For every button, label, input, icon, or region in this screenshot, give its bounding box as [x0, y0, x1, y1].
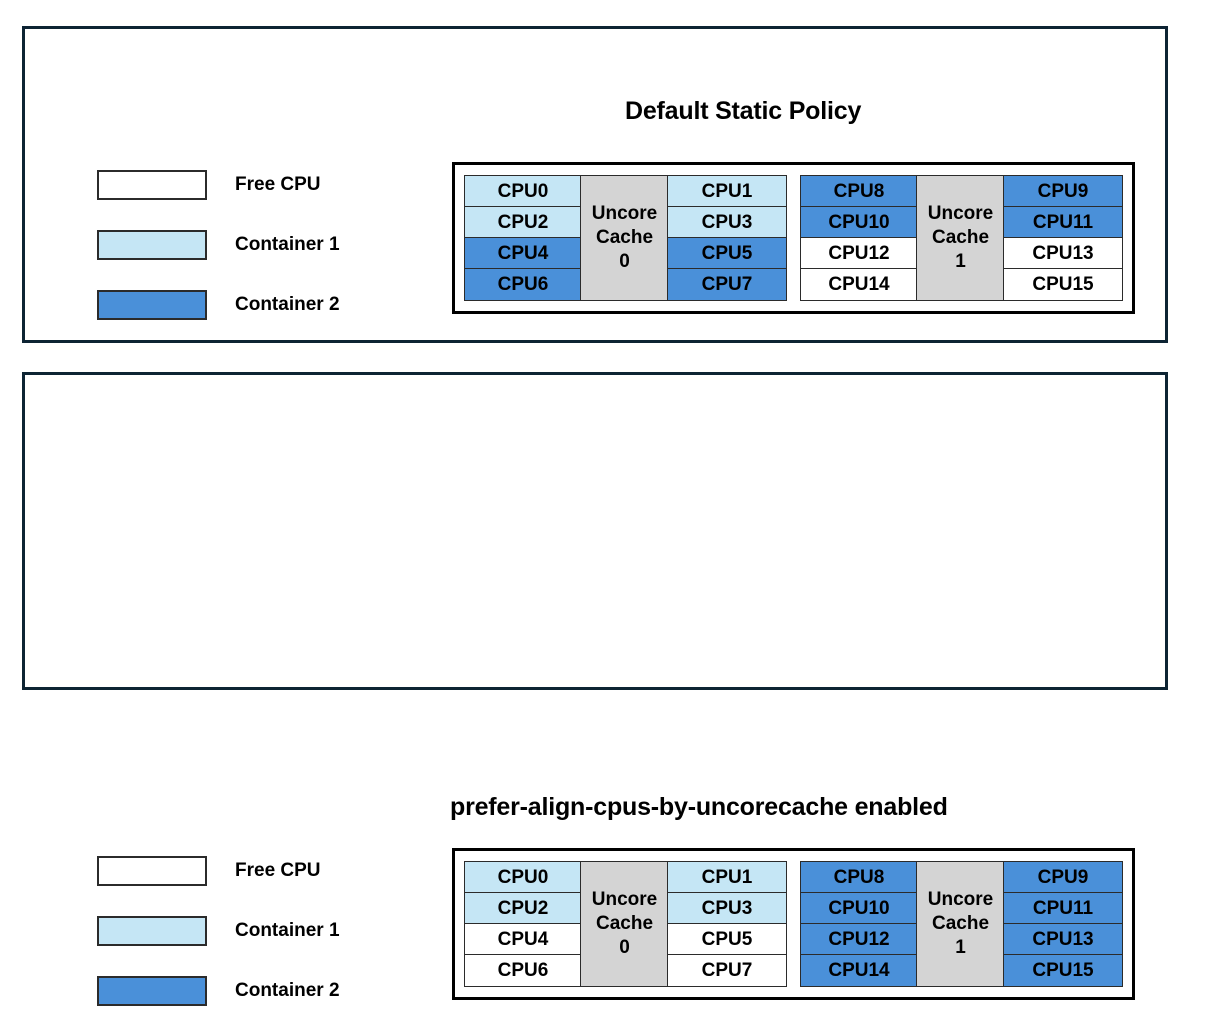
uncore-cache-label-line-2: Cache — [931, 227, 990, 249]
legend-item-free-cpu: Free CPU — [97, 841, 397, 901]
cpu-cell-cpu7: CPU7 — [667, 268, 787, 301]
cpu-cell-cpu5: CPU5 — [667, 237, 787, 270]
diagram-panel-default-static-policy: Default Static Policy Free CPU Container… — [22, 26, 1168, 343]
cpu-cell-cpu11: CPU11 — [1003, 206, 1123, 239]
diagram-panel-prefer-align-cpus-by-uncorecache: prefer-align-cpus-by-uncorecache enabled… — [22, 372, 1168, 1006]
uncore-cache-label-line-1: Uncore — [591, 889, 658, 911]
cpu-cell-cpu4: CPU4 — [464, 237, 582, 270]
legend-label-container-2: Container 2 — [235, 294, 340, 315]
legend-swatch-container-2 — [97, 976, 207, 1006]
legend-item-free-cpu: Free CPU — [97, 155, 397, 215]
legend-item-container-2: Container 2 — [97, 275, 397, 335]
cpu-cell-cpu6: CPU6 — [464, 268, 582, 301]
legend-label-free-cpu: Free CPU — [235, 860, 321, 881]
legend-label-container-2: Container 2 — [235, 980, 340, 1001]
legend-swatch-container-2 — [97, 290, 207, 320]
cpu-cell-cpu11: CPU11 — [1003, 892, 1123, 925]
page-title-top: Default Static Policy — [625, 97, 862, 125]
cpu-cell-cpu9: CPU9 — [1003, 175, 1123, 208]
uncore-cache-label-line-1: Uncore — [591, 203, 658, 225]
cpu-cell-cpu13: CPU13 — [1003, 237, 1123, 270]
legend-item-container-1: Container 1 — [97, 215, 397, 275]
cpu-cell-cpu14: CPU14 — [800, 954, 918, 987]
cpu-cell-cpu2: CPU2 — [464, 892, 582, 925]
cpu-cell-cpu3: CPU3 — [667, 892, 787, 925]
legend-swatch-free-cpu — [97, 170, 207, 200]
legend-bottom: Free CPU Container 1 Container 2 — [97, 841, 397, 1021]
cpu-cell-cpu15: CPU15 — [1003, 268, 1123, 301]
legend-item-container-1: Container 1 — [97, 901, 397, 961]
cpu-cell-cpu9: CPU9 — [1003, 861, 1123, 894]
cpu-cell-cpu1: CPU1 — [667, 175, 787, 208]
cpu-cell-cpu15: CPU15 — [1003, 954, 1123, 987]
legend-label-container-1: Container 1 — [235, 920, 340, 941]
cpu-cell-cpu0: CPU0 — [464, 861, 582, 894]
legend-label-container-1: Container 1 — [235, 234, 340, 255]
cpu-cell-cpu13: CPU13 — [1003, 923, 1123, 956]
uncore-cache-label-line-2: Cache — [595, 913, 654, 935]
cpu-cell-cpu2: CPU2 — [464, 206, 582, 239]
cpu-cell-cpu1: CPU1 — [667, 861, 787, 894]
cpu-cell-cpu12: CPU12 — [800, 923, 918, 956]
uncore-cache-label-line-3: 1 — [955, 250, 966, 272]
legend-label-free-cpu: Free CPU — [235, 174, 321, 195]
uncore-cache-label-line-2: Cache — [931, 913, 990, 935]
cpu-cell-cpu12: CPU12 — [800, 237, 918, 270]
uncore-cache-label-line-2: Cache — [595, 227, 654, 249]
cpu-cell-cpu8: CPU8 — [800, 175, 918, 208]
uncore-cache-label-line-3: 0 — [619, 936, 630, 958]
cpu-cell-cpu14: CPU14 — [800, 268, 918, 301]
cpu-cell-cpu4: CPU4 — [464, 923, 582, 956]
cpu-cell-cpu7: CPU7 — [667, 954, 787, 987]
legend-swatch-free-cpu — [97, 856, 207, 886]
page-title-bottom: prefer-align-cpus-by-uncorecache enabled — [450, 793, 948, 821]
cpu-cell-cpu5: CPU5 — [667, 923, 787, 956]
cpu-cell-cpu10: CPU10 — [800, 892, 918, 925]
uncore-cache-label-line-3: 0 — [619, 250, 630, 272]
cpu-cell-cpu0: CPU0 — [464, 175, 582, 208]
legend-swatch-container-1 — [97, 916, 207, 946]
uncore-cache-label-line-1: Uncore — [927, 889, 994, 911]
cpu-cell-cpu8: CPU8 — [800, 861, 918, 894]
cpu-cell-cpu10: CPU10 — [800, 206, 918, 239]
legend-top: Free CPU Container 1 Container 2 — [97, 155, 397, 335]
cpu-cell-cpu3: CPU3 — [667, 206, 787, 239]
uncore-cache-label-line-3: 1 — [955, 936, 966, 958]
cpu-cell-cpu6: CPU6 — [464, 954, 582, 987]
uncore-cache-label-line-1: Uncore — [927, 203, 994, 225]
legend-swatch-container-1 — [97, 230, 207, 260]
legend-item-container-2: Container 2 — [97, 961, 397, 1021]
